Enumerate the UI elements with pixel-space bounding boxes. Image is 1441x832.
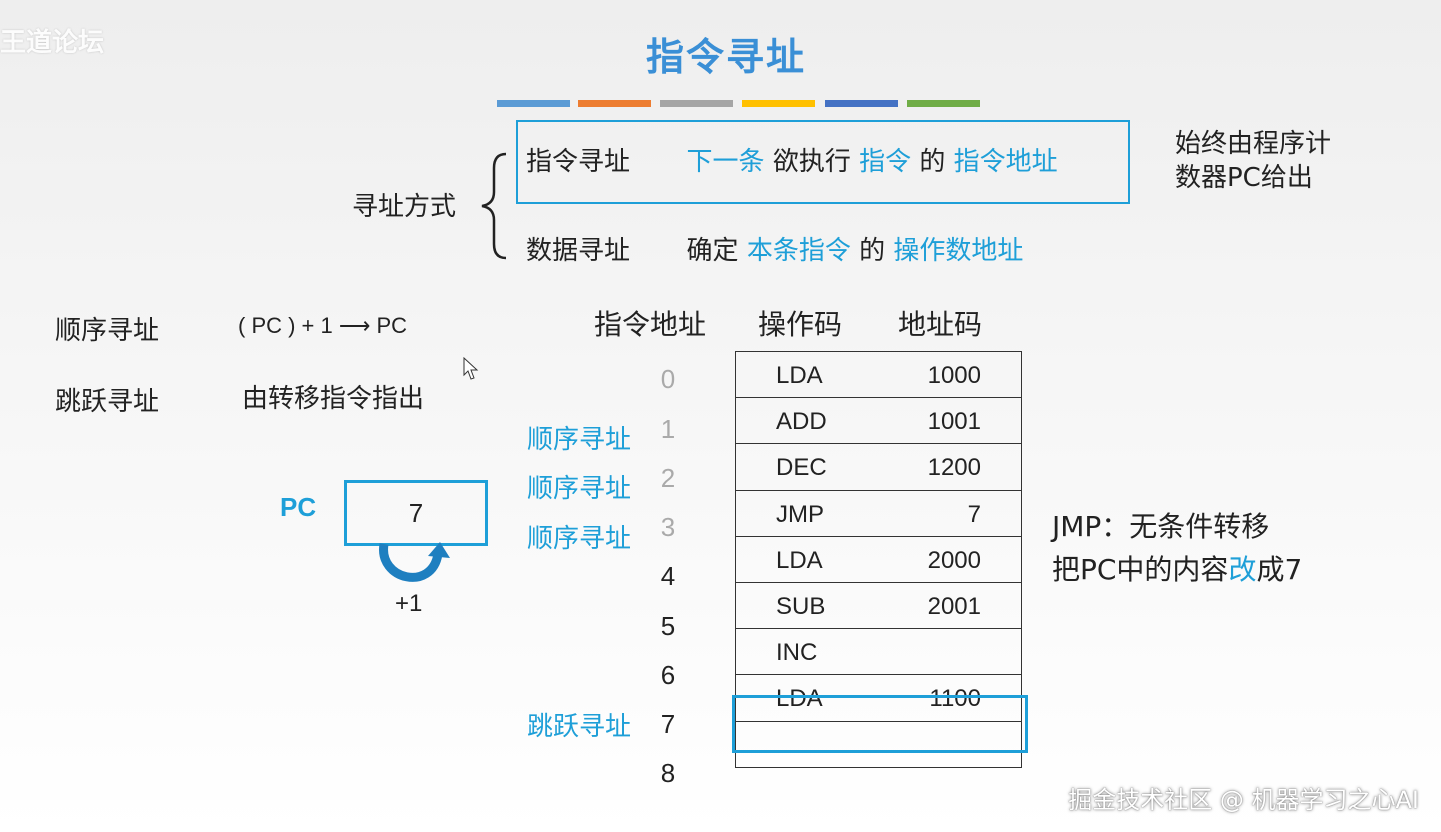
- stripe-4: [742, 100, 815, 107]
- addr-2: 2: [660, 463, 676, 493]
- opcode: LDA: [776, 685, 823, 713]
- instr-p5: 指令地址: [953, 147, 1058, 177]
- instr-p3: 指令: [859, 147, 912, 177]
- table-row: …: [735, 720, 1022, 768]
- table-row: DEC 1200: [735, 443, 1022, 491]
- stripe-3: [660, 100, 733, 107]
- table-row: INC: [735, 628, 1022, 676]
- opcode: INC: [776, 639, 818, 667]
- jmp-note-part-c: 成7: [1256, 553, 1303, 586]
- watermark-bottom: 掘金技术社区 @ 机器学习之心AI: [1068, 786, 1419, 814]
- header-instr-addr: 指令地址: [594, 308, 707, 341]
- pc-note-line1: 始终由程序计: [1175, 129, 1332, 159]
- data-p4: 操作数地址: [893, 236, 1024, 266]
- data-p2: 本条指令: [746, 236, 851, 266]
- table-row: LDA 2000: [735, 535, 1022, 583]
- jump-target-highlight: [732, 695, 1028, 753]
- address-code: 1000: [927, 362, 981, 389]
- jmp-note-line2: 把PC中的内容改成7: [1052, 548, 1302, 588]
- stripe-6: [907, 100, 980, 107]
- addr-4: 4: [660, 561, 676, 591]
- addr-7: 7: [660, 709, 676, 739]
- mouse-cursor-icon: [463, 357, 479, 380]
- opcode: LDA: [776, 546, 823, 574]
- pc-label: PC: [280, 492, 317, 522]
- seq-formula: ( PC ) + 1 ⟶ PC: [238, 313, 408, 338]
- pc-note: 始终由程序计 数器PC给出: [1175, 127, 1331, 195]
- jump-desc: 由转移指令指出: [242, 384, 425, 414]
- brace-icon: [481, 152, 507, 260]
- instr-p4: 的: [919, 147, 946, 177]
- opcode: JMP: [776, 500, 824, 528]
- row-tag-1: 顺序寻址: [527, 425, 632, 455]
- jump-label: 跳跃寻址: [55, 387, 160, 417]
- data-addr-line: 数据寻址 确定 本条指令 的 操作数地址: [526, 230, 1023, 267]
- stripe-5: [825, 100, 898, 107]
- jmp-note-part-a: 把PC中的内容: [1052, 553, 1229, 586]
- page-title: 指令寻址: [646, 35, 807, 79]
- memory-table: LDA 1000 ADD 1001 DEC 1200 JMP 7 LDA 2000 SUB…: [735, 350, 1022, 768]
- stripe-2: [578, 100, 651, 107]
- seq-label: 顺序寻址: [55, 316, 160, 346]
- opcode: DEC: [776, 454, 827, 482]
- address-code: 2001: [927, 592, 981, 620]
- pc-note-line2: 数器PC给出: [1175, 163, 1313, 193]
- increment-label: +1: [395, 590, 423, 617]
- instr-p1: 下一条: [686, 147, 765, 177]
- pc-value: 7: [408, 497, 424, 528]
- opcode: …: [870, 731, 894, 759]
- row-tag-3: 顺序寻址: [527, 524, 632, 554]
- data-p3: 的: [859, 236, 886, 266]
- addr-6: 6: [660, 660, 676, 690]
- addr-0: 0: [660, 364, 676, 394]
- header-opcode: 操作码: [758, 308, 843, 341]
- jmp-note-part-b: 改: [1228, 553, 1257, 586]
- addr-8: 8: [660, 758, 676, 788]
- watermark-top: 王道论坛: [0, 28, 105, 58]
- instr-p2: 欲执行: [772, 147, 851, 177]
- table-row: ADD 1001: [735, 397, 1022, 445]
- address-code: 2000: [927, 546, 981, 574]
- opcode: LDA: [776, 362, 823, 389]
- modes-label: 寻址方式: [352, 192, 457, 222]
- row-tag-2: 顺序寻址: [527, 474, 632, 504]
- instr-addr-box: [516, 120, 1130, 204]
- jmp-note-line1: JMP：无条件转移: [1052, 510, 1270, 543]
- addr-1: 1: [660, 414, 676, 444]
- data-p1: 确定: [686, 236, 739, 266]
- increment-arrow-icon: [379, 542, 450, 582]
- address-code: 7: [967, 500, 981, 528]
- row-tag-7: 跳跃寻址: [527, 712, 632, 742]
- header-addrcode: 地址码: [898, 308, 983, 341]
- pc-register: 7: [344, 480, 488, 546]
- addr-3: 3: [660, 512, 676, 542]
- instr-addr-name: 指令寻址: [526, 147, 631, 177]
- opcode: SUB: [776, 592, 826, 620]
- table-row: JMP 7: [735, 489, 1022, 537]
- address-code: 1200: [927, 454, 981, 482]
- addr-5: 5: [660, 611, 676, 641]
- stripe-1: [497, 100, 570, 107]
- table-row: SUB 2001: [735, 581, 1022, 630]
- address-code: 1001: [927, 408, 981, 436]
- data-addr-name: 数据寻址: [526, 236, 631, 266]
- instr-addr-line: 指令寻址 下一条 欲执行 指令 的 指令地址: [526, 141, 1058, 178]
- opcode: ADD: [776, 408, 827, 436]
- table-row: LDA 1000: [735, 350, 1022, 399]
- address-code: 1100: [929, 685, 981, 713]
